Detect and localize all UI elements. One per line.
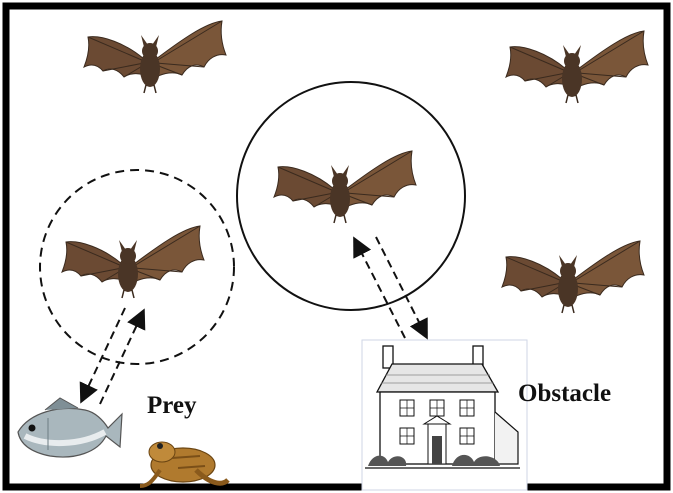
- prey-label: Prey: [147, 392, 197, 420]
- obstacle-label: Obstacle: [518, 380, 611, 408]
- house-icon: [362, 340, 527, 490]
